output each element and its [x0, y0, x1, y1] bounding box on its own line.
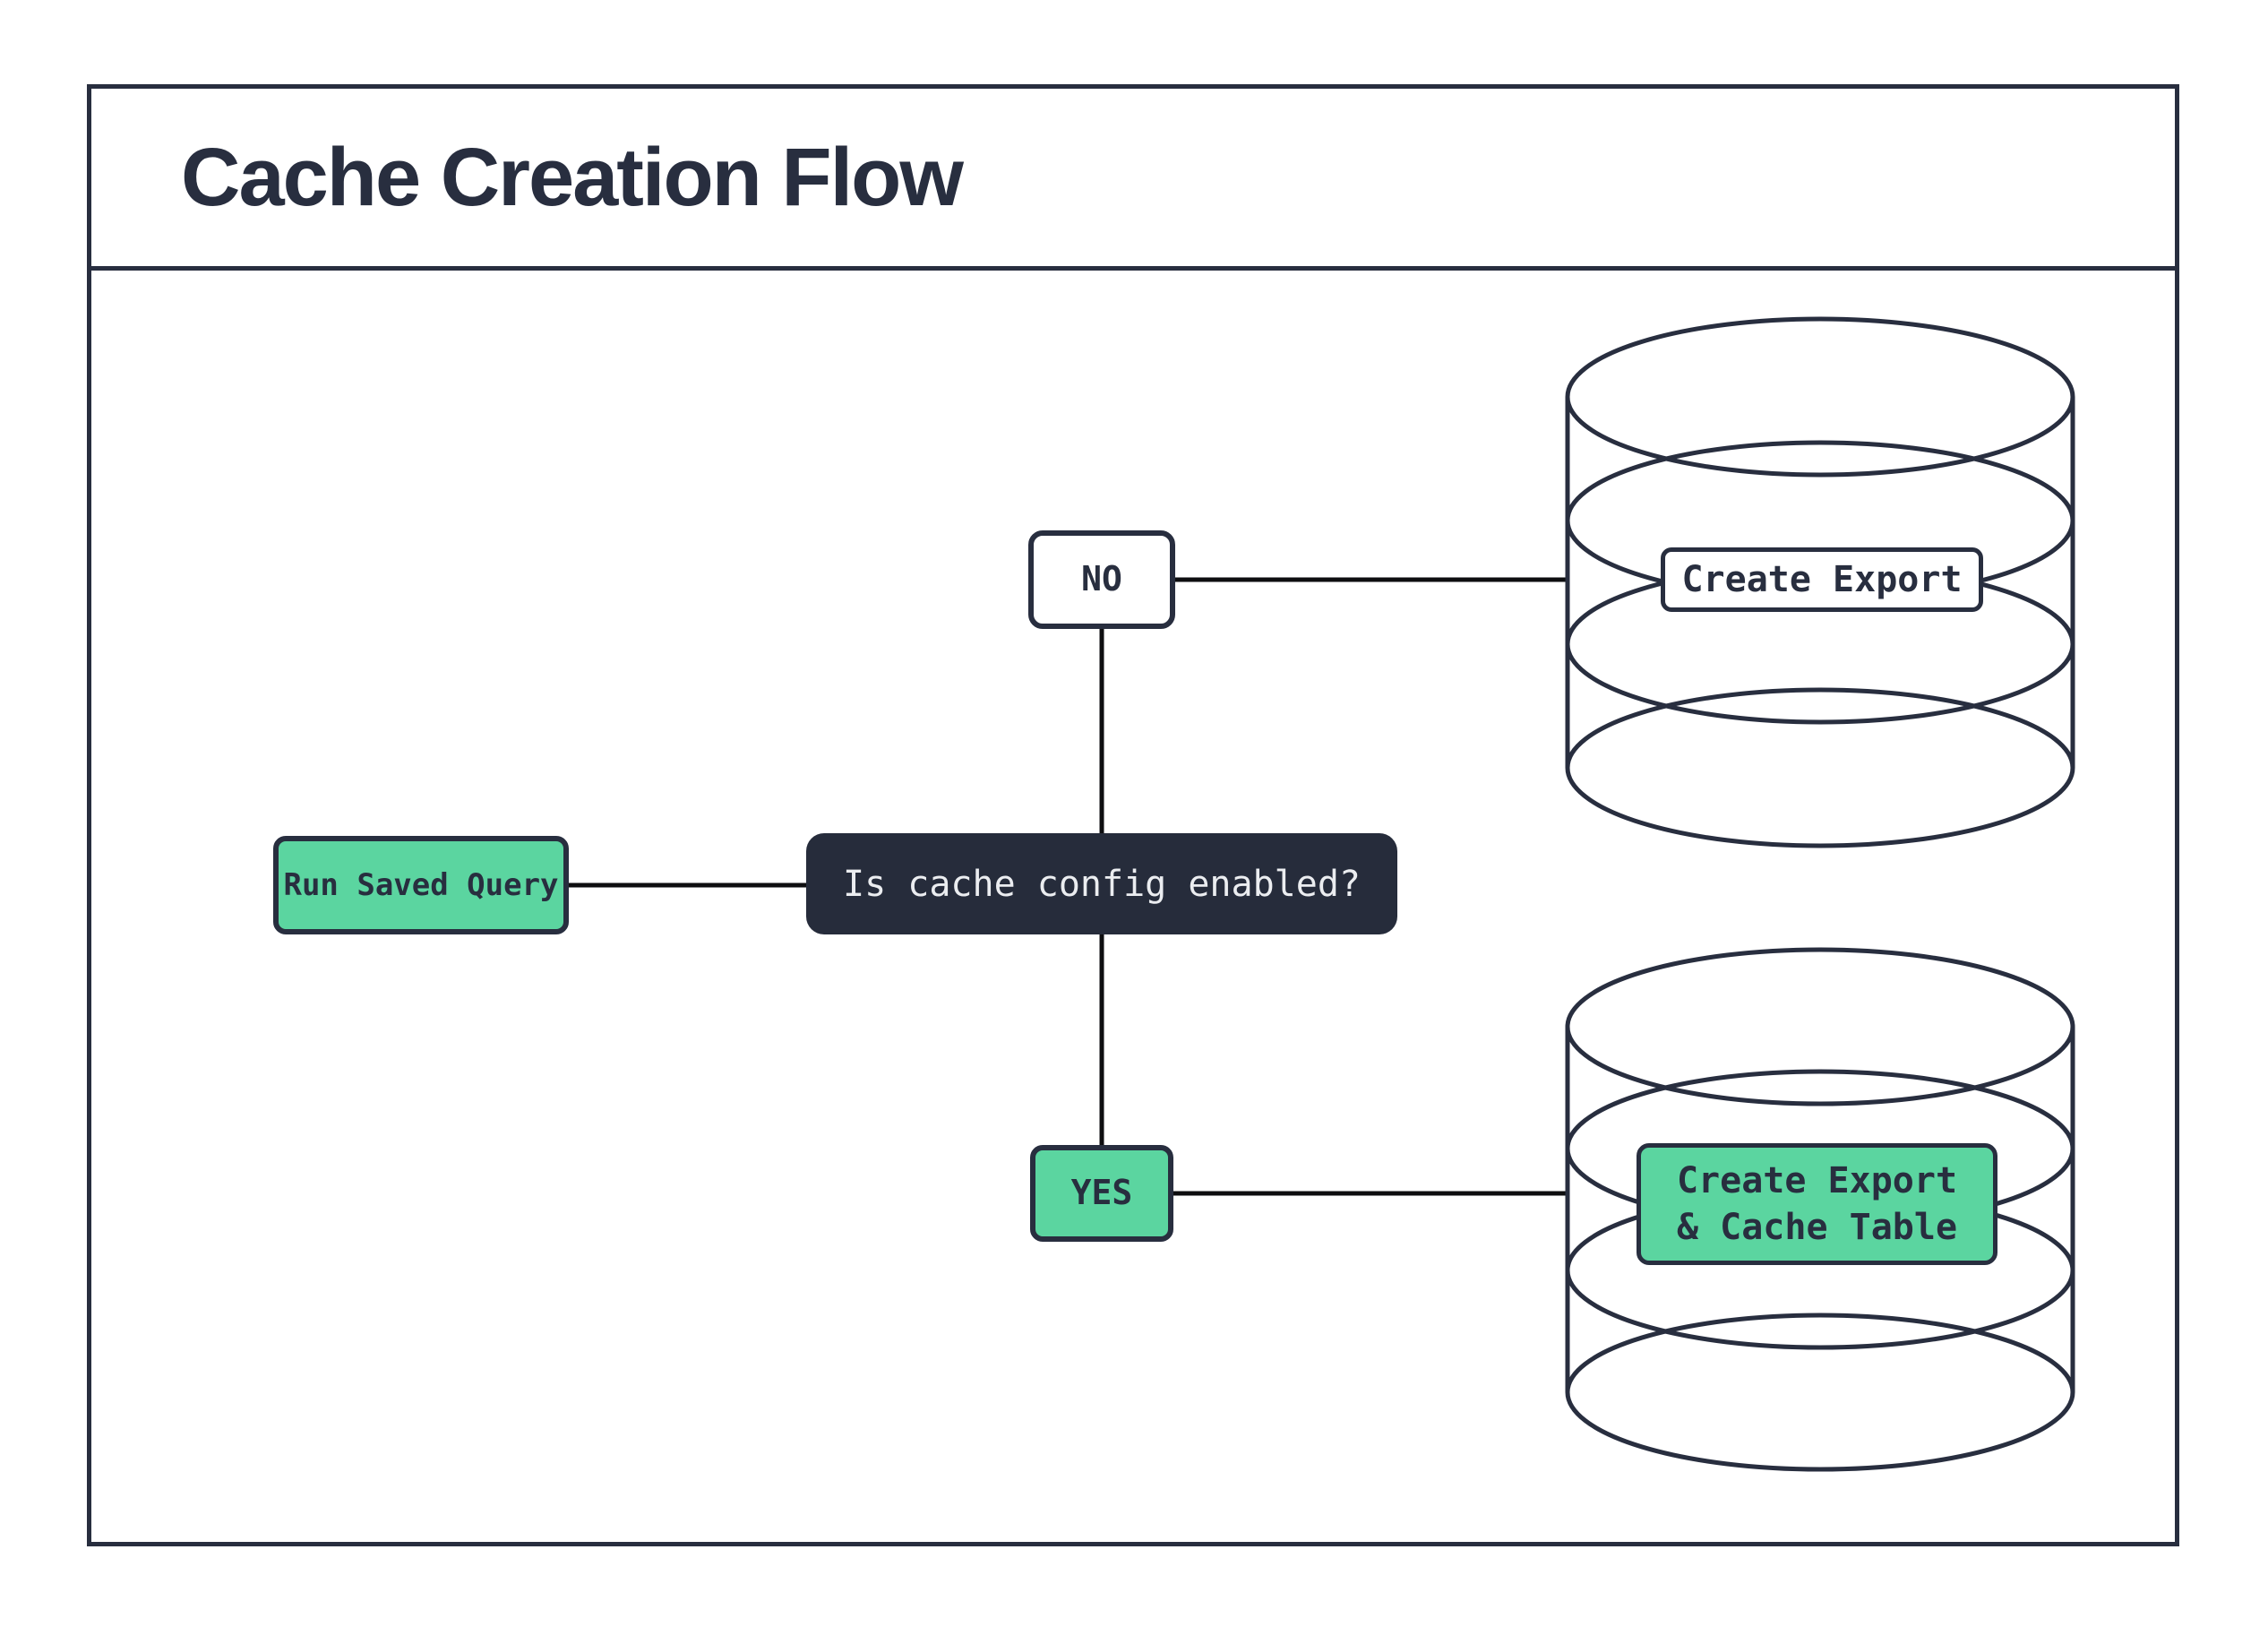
create-export-node: Create Export	[1661, 547, 1983, 612]
yes-branch-label: YES	[1070, 1173, 1133, 1213]
yes-branch-node: YES	[1030, 1145, 1173, 1242]
diagram-title: Cache Creation Flow	[181, 131, 964, 223]
create-export-label: Create Export	[1681, 559, 1963, 600]
connector-lines	[569, 577, 1569, 1196]
run-saved-query-label: Run Saved Query	[283, 866, 559, 903]
cylinder-top-disc	[1565, 947, 2075, 1106]
no-branch-label: NO	[1081, 559, 1122, 599]
create-export-cache-table-node: Create Export & Cache Table	[1637, 1143, 1997, 1265]
cylinder-disc	[1565, 687, 2075, 848]
run-saved-query-node: Run Saved Query	[273, 836, 569, 934]
cylinder-disc	[1565, 1313, 2075, 1472]
create-export-cache-table-label-line1: Create Export	[1676, 1160, 1958, 1201]
cache-config-question-node: Is cache config enabled?	[806, 833, 1397, 934]
database-cylinder-icon-top	[1565, 316, 2075, 848]
cache-config-question-label: Is cache config enabled?	[843, 863, 1361, 905]
cylinder-top-disc	[1565, 316, 2075, 478]
database-cylinder-icon-bottom	[1565, 947, 2075, 1472]
create-export-cache-table-label-line2: & Cache Table	[1676, 1207, 1958, 1248]
diagram-frame: Cache Creation Flow	[87, 84, 2179, 1546]
no-branch-node: NO	[1028, 530, 1175, 629]
title-bar: Cache Creation Flow	[91, 89, 2175, 271]
